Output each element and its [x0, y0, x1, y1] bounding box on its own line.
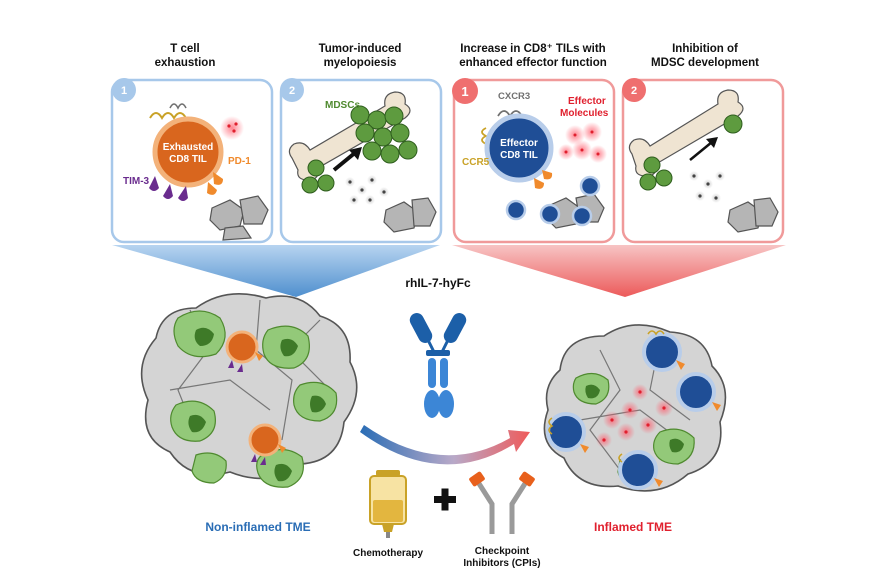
- non-inflamed-tme-label: Non-inflamed TME: [205, 520, 310, 534]
- panel4-frame: [621, 78, 785, 244]
- ccr5-coil-icon: [481, 127, 489, 145]
- checkpoint-inhibitor-antibody-icon: [469, 471, 535, 534]
- panel2-badge-number: 2: [289, 85, 295, 97]
- non-inflamed-tumor-icon: [140, 292, 358, 488]
- infiltrating-tcells-icon: [505, 175, 601, 227]
- panel2-heading-line1: Tumor-induced: [319, 43, 402, 55]
- panel3-badge-number: 1: [461, 84, 468, 99]
- blue-funnel: [112, 245, 440, 297]
- panel2-badge: 2: [280, 78, 304, 102]
- exhausted-cd8-cell-icon: [152, 116, 224, 188]
- mdsc-cluster-icon: [301, 105, 418, 194]
- cytokine-dots-icon: [689, 171, 725, 203]
- mdsc-cell-icon: [639, 114, 743, 191]
- panel3-illustration: CXCR3 Effector CD8 TIL CCR5 Effector Mol…: [462, 91, 609, 229]
- effector-molecules-icon: [596, 384, 673, 448]
- effector-molecules-icon: [558, 122, 607, 163]
- myelopoiesis-arrow-icon: [332, 150, 358, 172]
- panel4-heading-line1: Inhibition of: [672, 43, 738, 55]
- panel3-badge: 1: [452, 78, 478, 104]
- mdscs-label: MDSCs: [325, 100, 360, 111]
- cxcr3-label: CXCR3: [498, 91, 530, 102]
- inhibited-arrow-icon: [689, 141, 713, 161]
- panel4-badge: 2: [622, 78, 646, 102]
- red-funnel: [452, 245, 786, 297]
- tumor-tissue-icon: [727, 197, 779, 233]
- checkpoint-label-line1: Checkpoint: [475, 546, 530, 557]
- molecule-glow-icon: [220, 116, 244, 140]
- panel1-badge: 1: [112, 78, 136, 102]
- inflamed-tumor-icon: [543, 324, 727, 492]
- effector-molecules-label-line2: Molecules: [560, 108, 609, 119]
- drug-label: rhIL-7-hyFc: [405, 276, 471, 290]
- exhausted-cell-label-line1: Exhausted: [163, 142, 214, 153]
- chemotherapy-label: Chemotherapy: [353, 548, 423, 559]
- effector-molecules-label-line1: Effector: [568, 96, 606, 107]
- tumor-tissue-icon: [383, 197, 437, 233]
- tim3-receptor-icon: [149, 176, 188, 201]
- checkpoint-label-line2: Inhibitors (CPIs): [463, 558, 540, 569]
- panel1-heading-line1: T cell: [170, 43, 199, 55]
- panel1-illustration: Exhausted CD8 TIL TIM-3 PD-1: [123, 103, 269, 241]
- cytokine-dots-icon: [345, 175, 389, 205]
- tim3-label: TIM-3: [123, 176, 150, 187]
- effector-cell-label-line1: Effector: [500, 138, 538, 149]
- panel1-badge-number: 1: [121, 85, 127, 97]
- panel1-heading-line2: exhaustion: [155, 57, 216, 69]
- pd1-receptor-icon: [207, 172, 223, 195]
- plus-icon: [434, 488, 456, 511]
- exhausted-cell-label-line2: CD8 TIL: [169, 154, 207, 165]
- panel4-illustration: [628, 89, 779, 233]
- panel3-heading-line1: Increase in CD8⁺ TILs with: [460, 43, 605, 55]
- effector-tcells-icon: [546, 332, 716, 490]
- ccr5-label: CCR5: [462, 157, 490, 168]
- rhil7-hyfc-antibody-icon: [409, 313, 467, 418]
- panel4-heading-line2: MDSC development: [651, 57, 759, 69]
- effector-cd8-cell-icon: [484, 113, 554, 183]
- panel2-illustration: MDSCs: [288, 91, 437, 233]
- chemotherapy-bag-icon: [369, 470, 407, 538]
- tcr-receptor-icon: [149, 112, 187, 120]
- pd1-label: PD-1: [228, 156, 251, 167]
- receptor-coil-icon: [169, 103, 187, 110]
- panel4-badge-number: 2: [631, 85, 637, 97]
- pd1-receptor-icon: [534, 170, 553, 189]
- panel3-heading-line2: enhanced effector function: [459, 57, 607, 69]
- effector-cell-label-line2: CD8 TIL: [500, 150, 538, 161]
- transition-arrow-icon: [360, 425, 530, 465]
- panel2-heading-line2: myelopoiesis: [324, 57, 397, 69]
- inflamed-tme-label: Inflamed TME: [594, 520, 672, 534]
- tumor-tissue-icon: [209, 195, 269, 241]
